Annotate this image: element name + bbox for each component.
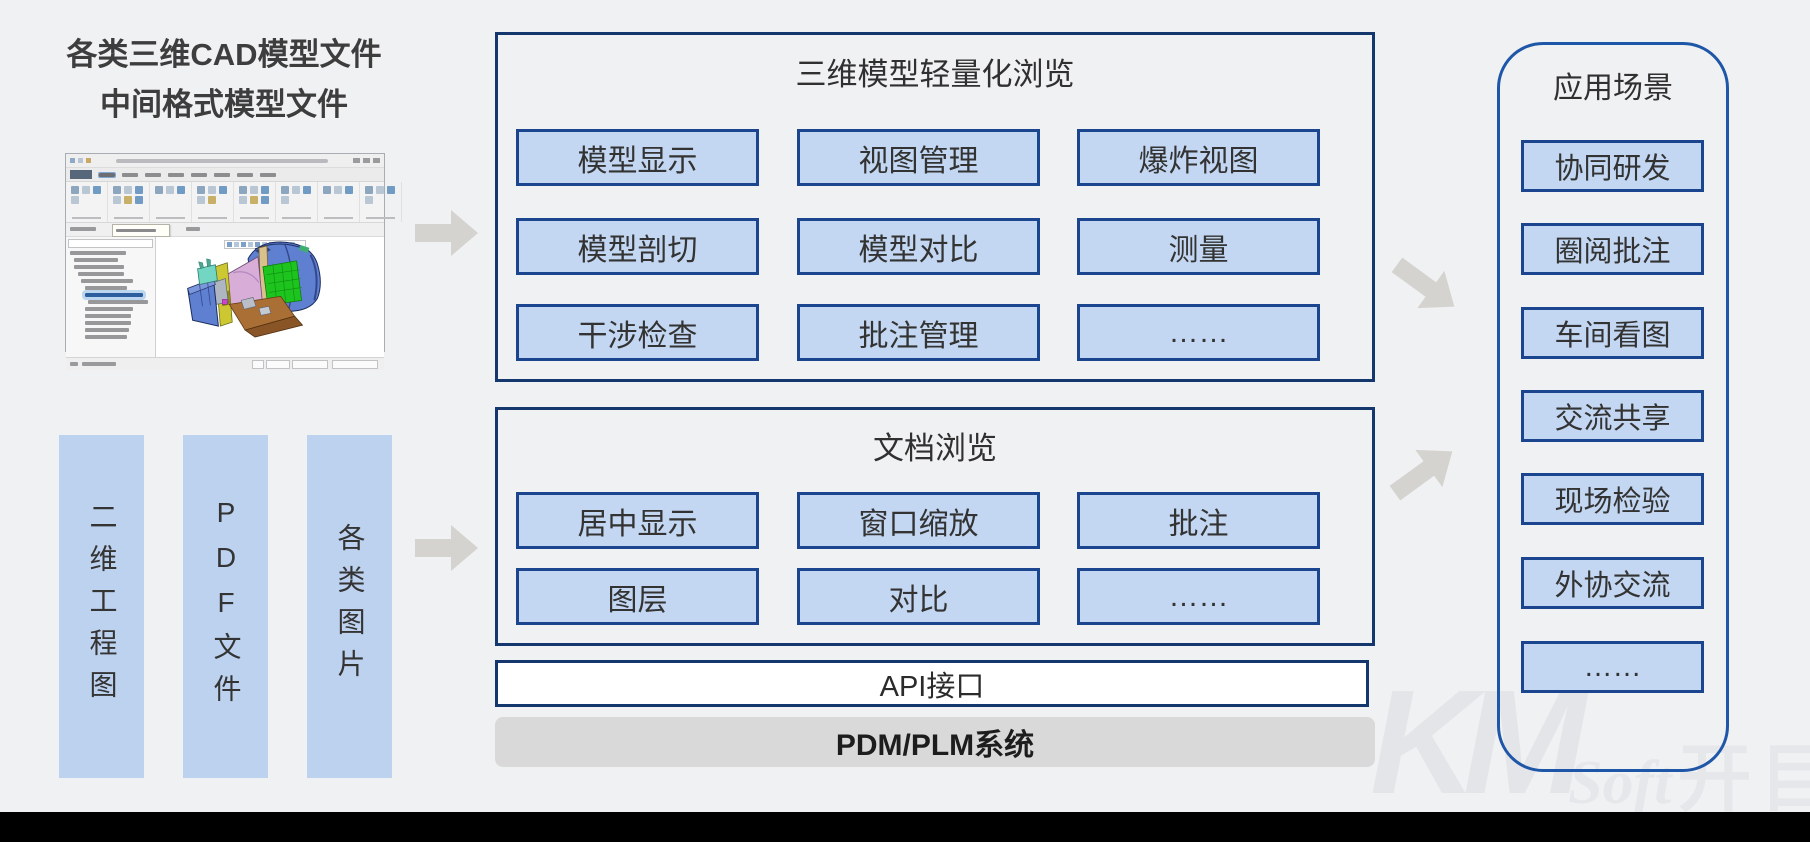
flow-arrow-doc-to-scenarios [1381, 431, 1467, 512]
source-column-label: PDF文件 [210, 497, 242, 716]
cad-ribbon-tabs [66, 168, 384, 182]
feature-exploded-view: 爆炸视图 [1077, 129, 1320, 186]
scenario-more: …… [1521, 641, 1704, 693]
source-column-pdf: PDF文件 [183, 435, 268, 778]
feature-measure: 测量 [1077, 218, 1320, 275]
feature-view-management: 视图管理 [797, 129, 1040, 186]
kmsoft-logo-icon: KM [1370, 660, 1586, 825]
feature-3d-more: …… [1077, 304, 1320, 361]
feature-annotation-management: 批注管理 [797, 304, 1040, 361]
source-column-label: 二维工程图 [86, 501, 118, 712]
cad-app-icon [70, 158, 75, 163]
cad-viewport [156, 237, 384, 357]
panel-3d-browse: 三维模型轻量化浏览 模型显示 视图管理 爆炸视图 模型剖切 模型对比 测量 干涉… [495, 32, 1375, 382]
scenario-communication-sharing: 交流共享 [1521, 390, 1704, 442]
panel-doc-browse: 文档浏览 居中显示 窗口缩放 批注 图层 对比 …… [495, 407, 1375, 646]
cad-statusbar [66, 357, 384, 370]
cad-ribbon-toolbar [66, 182, 402, 223]
feature-compare: 对比 [797, 568, 1040, 625]
feature-model-compare: 模型对比 [797, 218, 1040, 275]
cad-minimize-icon [353, 158, 360, 163]
scenarios-title: 应用场景 [1553, 72, 1673, 105]
scenario-outsourcing-communication: 外协交流 [1521, 557, 1704, 609]
flow-arrow-3d-to-scenarios [1383, 245, 1469, 326]
feature-doc-more: …… [1077, 568, 1320, 625]
feature-interference-check: 干涉检查 [516, 304, 759, 361]
feature-model-section: 模型剖切 [516, 218, 759, 275]
cad-close-icon [373, 158, 380, 163]
source-column-images: 各类图片 [307, 435, 392, 778]
cad-model-tree [66, 237, 156, 357]
source-column-label: 各类图片 [334, 522, 366, 691]
cad-undo-icon [86, 158, 91, 163]
cad-save-icon [78, 158, 83, 163]
pdm-plm-layer: PDM/PLM系统 [495, 717, 1375, 767]
cad-3d-model [187, 241, 321, 338]
kmsoft-watermark-soft: Soft [1568, 749, 1672, 817]
cad-window-title [116, 158, 328, 163]
feature-model-display: 模型显示 [516, 129, 759, 186]
source-column-2d-drawing: 二维工程图 [59, 435, 144, 778]
scenario-workshop-viewing: 车间看图 [1521, 307, 1704, 359]
feature-layers: 图层 [516, 568, 759, 625]
feature-window-zoom: 窗口缩放 [797, 492, 1040, 549]
source-title-line1: 各类三维CAD模型文件 [66, 37, 382, 72]
source-title: 各类三维CAD模型文件 中间格式模型文件 [25, 30, 423, 130]
cad-titlebar [66, 154, 384, 168]
bottom-letterbox [0, 812, 1810, 842]
source-title-line2: 中间格式模型文件 [100, 87, 348, 122]
cad-quick-toolbar [66, 223, 384, 237]
scenario-onsite-inspection: 现场检验 [1521, 473, 1704, 525]
scenario-review-annotate: 圈阅批注 [1521, 223, 1704, 275]
scenario-collaborative-rd: 协同研发 [1521, 140, 1704, 192]
feature-center-display: 居中显示 [516, 492, 759, 549]
feature-annotate: 批注 [1077, 492, 1320, 549]
application-scenarios-panel: 应用场景 协同研发 圈阅批注 车间看图 交流共享 现场检验 外协交流 …… [1497, 42, 1729, 772]
panel-doc-browse-title: 文档浏览 [873, 431, 997, 466]
flow-arrow-docs-to-doc [415, 524, 479, 572]
cad-maximize-icon [363, 158, 370, 163]
panel-3d-browse-title: 三维模型轻量化浏览 [795, 57, 1075, 92]
flow-arrow-cad-to-3d [415, 209, 479, 257]
cad-search-input [68, 239, 153, 248]
api-layer: API接口 [495, 660, 1369, 707]
cad-tooltip [112, 224, 170, 237]
cad-screenshot [65, 153, 402, 370]
